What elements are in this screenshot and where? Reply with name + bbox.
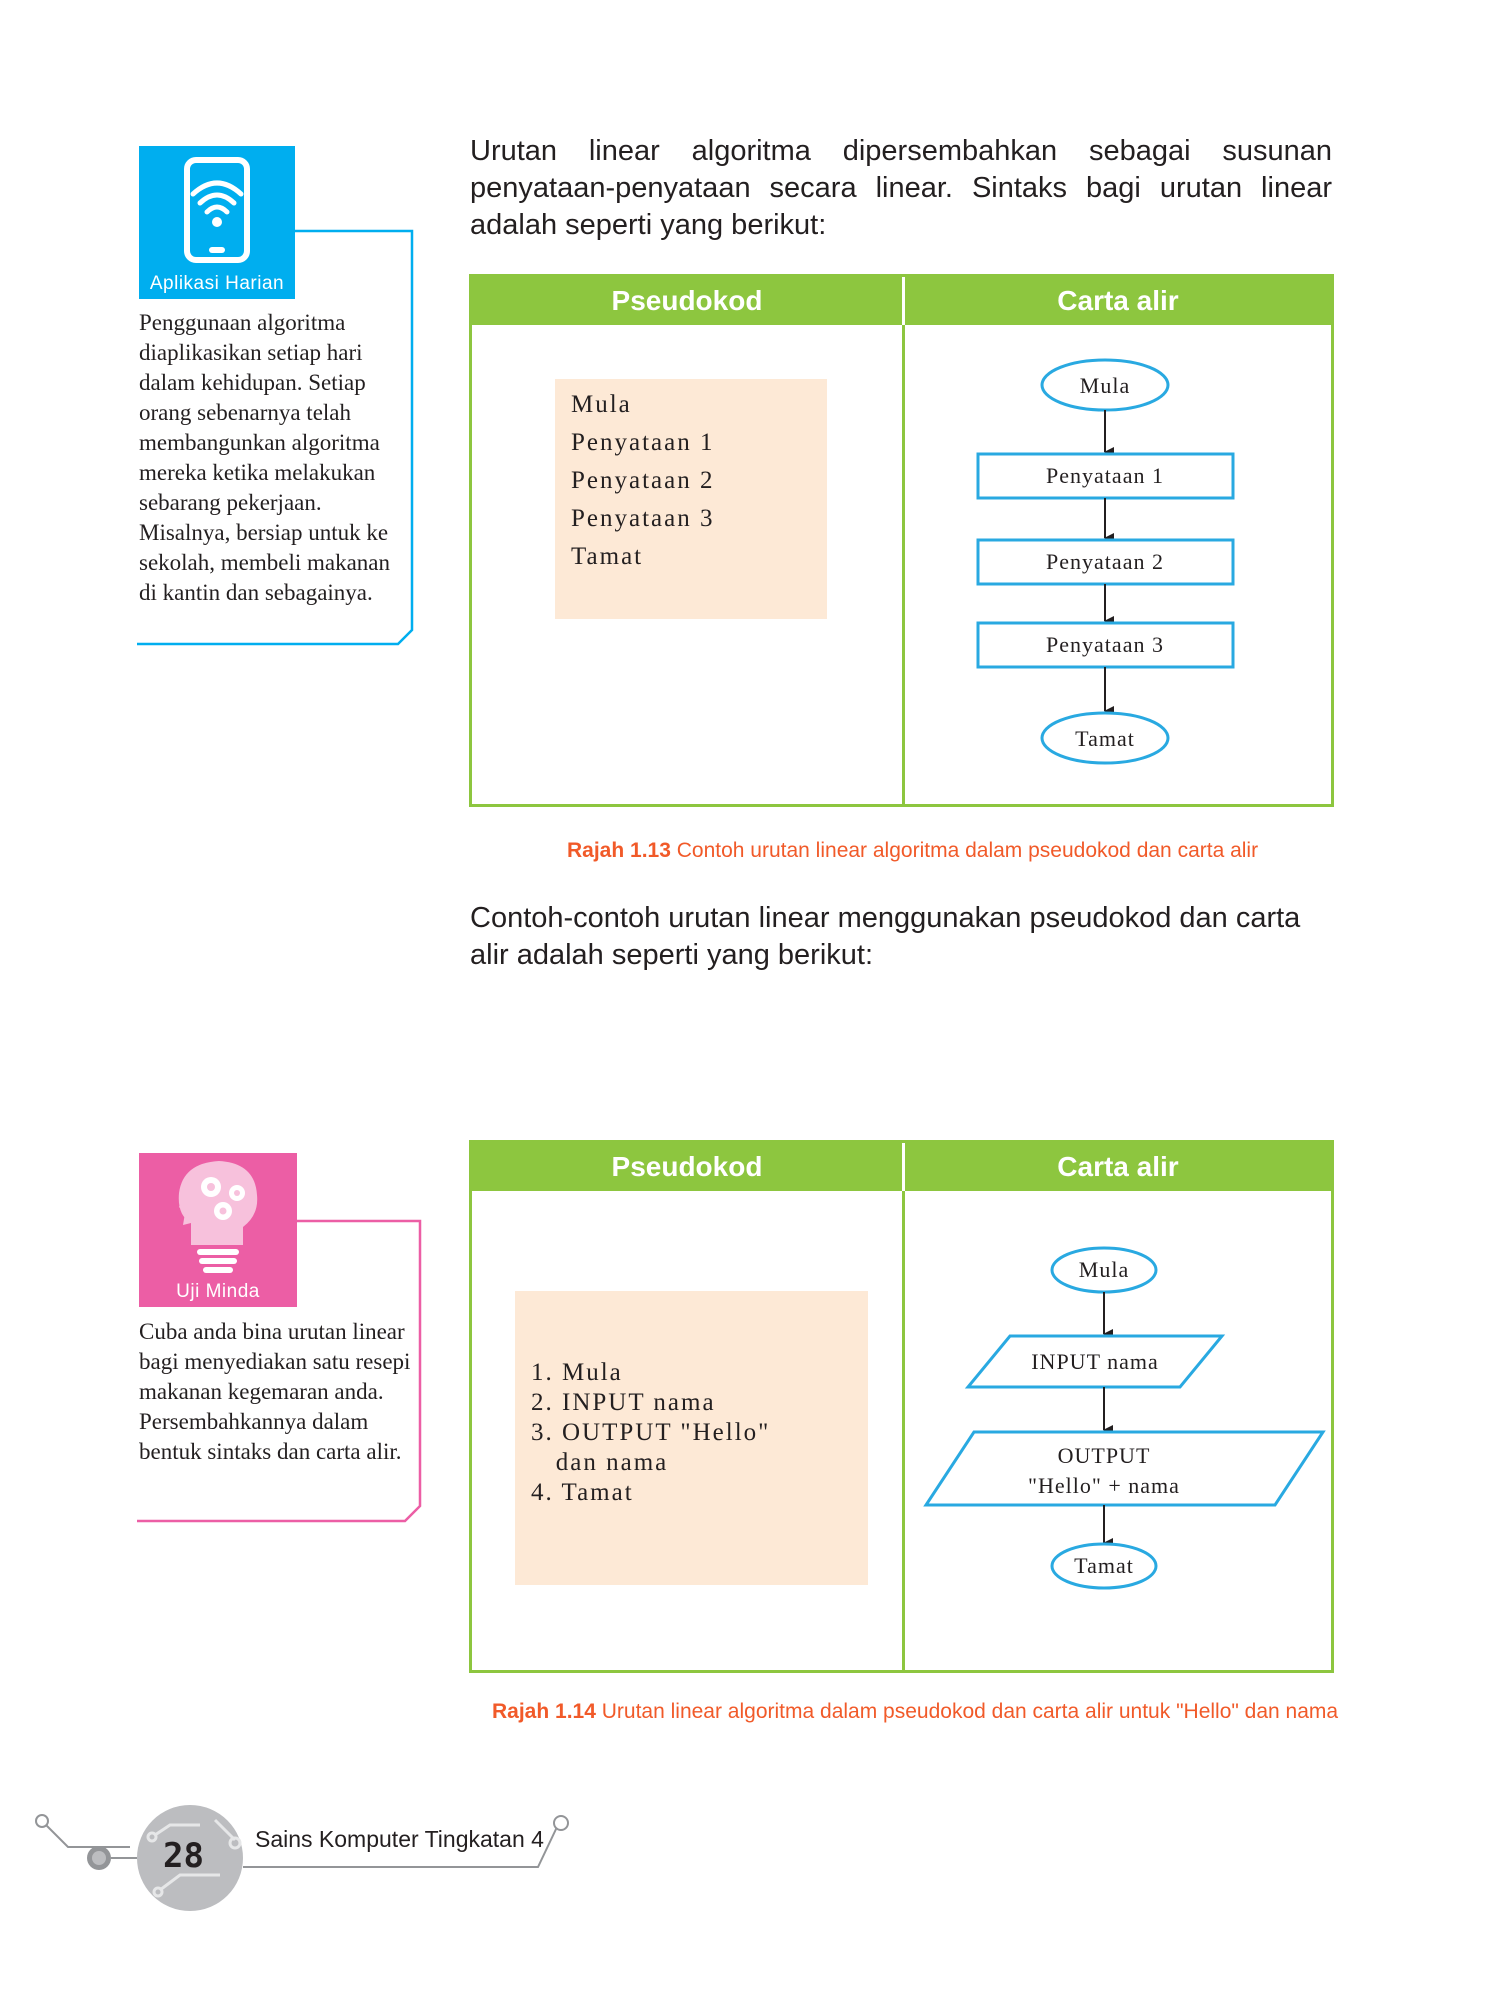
flow-process-2 [976,538,1235,586]
figure-1-column-divider [902,325,905,804]
pseudocode-line: Penyataan 1 [571,429,715,456]
smartphone-wifi-icon [184,157,250,263]
pseudocode-line: Mula [571,391,632,418]
flow-process-1-text: Penyataan 1 [1046,463,1164,488]
flow-process-2-text: Penyataan 2 [1046,549,1164,574]
page-number-disc [137,1805,243,1911]
figure-2-column-divider [902,1191,905,1670]
book-title: Sains Komputer Tingkatan 4 [255,1826,544,1852]
figure-2-caption: Rajah 1.14 Urutan linear algoritma dalam… [492,1700,1338,1724]
figure-1-caption: Rajah 1.13 Contoh urutan linear algoritm… [567,839,1258,863]
uji-minda-frame [137,1219,422,1523]
flow-process-1 [976,452,1235,500]
aplikasi-harian-frame [137,229,414,646]
flow-end-terminal [1040,711,1170,765]
figure-2-table: Pseudokod Carta alir 1. Mula 2. INPUT na… [469,1140,1334,1673]
figure-1-flowchart: Mula Penyataan 1 Penyataan 2 Penyataan 3… [976,358,1235,765]
figure-1-header-divider [902,277,905,325]
figure-2-header-carta-alir: Carta alir [1057,1151,1179,1182]
figure-1-header-pseudokod: Pseudokod [611,285,763,316]
flow-output-text-1: OUTPUT [1058,1443,1151,1468]
uji-minda-label: Uji Minda [176,1281,260,1302]
pseudocode-line: 3. OUTPUT "Hello" [531,1419,771,1446]
figure-2-header-divider [902,1143,905,1191]
figure-1-header-carta-alir: Carta alir [1057,285,1179,316]
figure-2-pseudocode-box: 1. Mula 2. INPUT nama 3. OUTPUT "Hello" … [515,1291,868,1585]
flow-process-3 [976,621,1235,669]
aplikasi-harian-label: Aplikasi Harian [149,273,285,294]
flow-start-text: Mula [1080,373,1130,398]
pseudocode-line: Penyataan 2 [571,467,715,494]
figure-2-header: Pseudokod Carta alir [472,1143,1331,1191]
page-number: 28 [163,1836,204,1876]
intro-paragraph: Urutan linear algoritma dipersembahkan s… [470,135,1332,241]
pseudocode-line: 1. Mula [531,1359,623,1386]
pseudocode-line: Penyataan 3 [571,505,715,532]
footer-circuit-decoration [35,1805,569,1911]
flow-end-terminal [1050,1542,1158,1590]
figure-2-flowchart: Mula INPUT nama OUTPUT "Hello" + nama Ta… [923,1246,1326,1590]
figure-1-pseudocode-box: Mula Penyataan 1 Penyataan 2 Penyataan 3… [555,379,827,619]
aplikasi-harian-text: Penggunaan algoritma diaplikasikan setia… [139,310,391,605]
figure-1-caption-text: Contoh urutan linear algoritma dalam pse… [676,839,1259,862]
second-paragraph: Contoh-contoh urutan linear menggunakan … [470,902,1301,971]
figure-2-caption-label: Rajah 1.14 [492,1700,596,1723]
pseudocode-line: Tamat [571,543,644,570]
flow-start-text: Mula [1079,1257,1129,1282]
figure-1-table: Pseudokod Carta alir Mula Penyataan 1 Pe… [469,274,1334,807]
flow-input-parallelogram [964,1334,1226,1389]
figure-1-caption-label: Rajah 1.13 [567,839,671,862]
pseudocode-line: 2. INPUT nama [531,1389,716,1416]
pseudocode-line: 4. Tamat [531,1479,634,1506]
figure-2-header-pseudokod: Pseudokod [611,1151,763,1182]
aplikasi-harian-badge: Aplikasi Harian [139,146,295,299]
flow-output-text-2: "Hello" + nama [1028,1473,1180,1498]
figure-2-caption-text: Urutan linear algoritma dalam pseudokod … [601,1700,1339,1723]
uji-minda-text: Cuba anda bina urutan linear bagi menyed… [139,1319,411,1464]
flow-output-parallelogram [923,1430,1326,1507]
figure-1-header: Pseudokod Carta alir [472,277,1331,325]
lightbulb-head-gears-icon [178,1161,258,1273]
uji-minda-badge: Uji Minda [139,1153,297,1307]
pseudocode-line: dan nama [531,1449,669,1476]
flow-input-text: INPUT nama [1031,1349,1159,1374]
flow-end-text: Tamat [1075,726,1135,751]
flow-process-3-text: Penyataan 3 [1046,632,1164,657]
flow-end-text: Tamat [1074,1553,1134,1578]
